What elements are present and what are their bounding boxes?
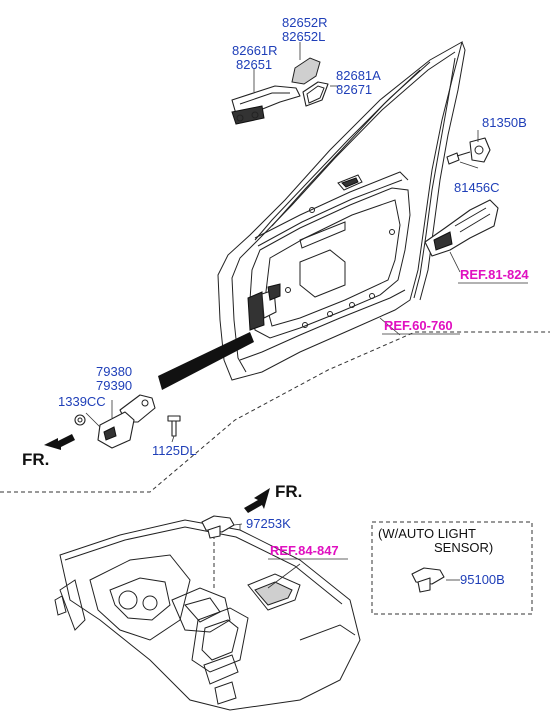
photo-sensor-cap bbox=[201, 515, 235, 539]
part-labels: 82652R 82652L 82661R 82651 82681A 82671 … bbox=[58, 15, 527, 587]
fr-arrow-top: FR. bbox=[22, 434, 75, 469]
ref-84-847[interactable]: REF.84-847 bbox=[270, 543, 339, 558]
checker-nut bbox=[74, 414, 86, 426]
label-1339cc: 1339CC bbox=[58, 394, 106, 409]
reference-labels: REF.81-824 REF.60-760 REF.84-847 bbox=[268, 267, 529, 560]
label-82681a: 82681A bbox=[336, 68, 381, 83]
ref-81-824[interactable]: REF.81-824 bbox=[460, 267, 529, 282]
label-82652r: 82652R bbox=[282, 15, 328, 30]
label-82671: 82671 bbox=[336, 82, 372, 97]
label-1125dl: 1125DL bbox=[152, 443, 197, 458]
latch-screw bbox=[446, 152, 460, 165]
door-latch-parts bbox=[424, 137, 499, 257]
label-79390: 79390 bbox=[96, 378, 132, 393]
handle-cover bbox=[291, 57, 321, 85]
outside-handle-parts bbox=[231, 57, 329, 125]
door-checker bbox=[74, 394, 181, 449]
auto-light-sensor bbox=[411, 567, 445, 593]
front-door-assembly bbox=[158, 40, 466, 390]
latch-bracket bbox=[469, 137, 491, 163]
auto-light-sensor-option-box: (W/AUTO LIGHT SENSOR) bbox=[371, 521, 533, 615]
label-82652l: 82652L bbox=[282, 29, 325, 44]
section-divider bbox=[0, 331, 550, 493]
label-81350b: 81350B bbox=[482, 115, 527, 130]
handle-gasket bbox=[302, 81, 329, 107]
door-checker-pointer bbox=[158, 332, 254, 390]
checker-bolt bbox=[171, 419, 177, 437]
fr-arrow-bottom: FR. bbox=[244, 482, 302, 513]
label-95100b: 95100B bbox=[460, 572, 505, 587]
label-81456c: 81456C bbox=[454, 180, 500, 195]
label-97253k: 97253K bbox=[246, 516, 291, 531]
fr-label-top: FR. bbox=[22, 450, 49, 469]
ref-60-760[interactable]: REF.60-760 bbox=[384, 318, 453, 333]
fr-label-bottom: FR. bbox=[275, 482, 302, 501]
label-82661r: 82661R bbox=[232, 43, 278, 58]
option-line2: SENSOR) bbox=[434, 540, 493, 555]
leader-lines bbox=[85, 42, 479, 589]
option-line1: (W/AUTO LIGHT bbox=[378, 526, 476, 541]
label-82651: 82651 bbox=[236, 57, 272, 72]
label-79380: 79380 bbox=[96, 364, 132, 379]
